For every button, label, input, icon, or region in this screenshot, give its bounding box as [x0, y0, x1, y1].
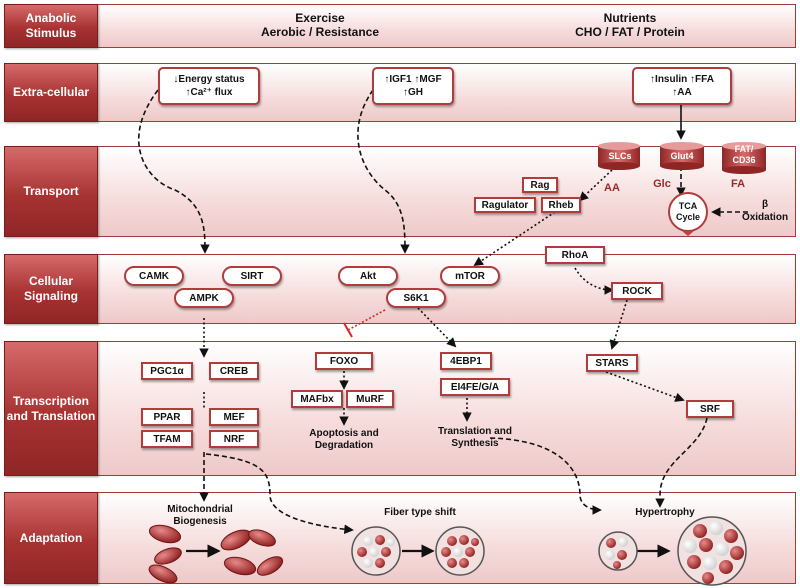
- insulin-box: ↑Insulin ↑FFA ↑AA: [632, 67, 732, 105]
- signaling-band: [4, 254, 796, 324]
- rag-box: Rag: [522, 177, 558, 193]
- fat-cd36-cylinder: [722, 142, 766, 174]
- mtor-node: mTOR: [440, 266, 500, 286]
- arrow-igf-akt: [357, 89, 410, 254]
- igf-box: ↑IGF1 ↑MGF ↑GH: [372, 67, 454, 105]
- mito-biogenesis-text: Mitochondrial Biogenesis: [167, 504, 233, 527]
- glut4-label: Glut4: [670, 151, 694, 161]
- apoptosis-text: Apoptosis and Degradation: [309, 428, 379, 451]
- energy-status-box: ↓Energy status ↑Ca²⁺ flux: [158, 67, 260, 105]
- slcs-label: SLCs: [608, 151, 632, 161]
- ragulator-box: Ragulator: [474, 197, 536, 213]
- arrow-rhoa-rock: [574, 267, 614, 295]
- transcription-band: [4, 341, 796, 476]
- creb-box: CREB: [209, 362, 259, 380]
- arrow-rock-stars: [609, 299, 628, 350]
- igf-line-1: ↑IGF1 ↑MGF: [384, 74, 442, 85]
- arrow-srf-hyp: [655, 417, 708, 508]
- srf-box: SRF: [686, 400, 734, 418]
- exercise-sub: Aerobic / Resistance: [260, 25, 380, 39]
- exercise-title: Exercise: [295, 11, 345, 25]
- arrow-tfam-fiber: [205, 453, 354, 535]
- fiber-circle-after: [435, 526, 485, 576]
- glut4-cylinder: [660, 142, 704, 170]
- mitochondria-icon: [148, 524, 284, 584]
- inhibit-s6k1-foxo: [347, 309, 386, 331]
- mef-box: MEF: [209, 408, 259, 426]
- igf-line-2: ↑GH: [403, 87, 423, 98]
- fiber-shift-text: Fiber type shift: [384, 507, 456, 518]
- rock-box: ROCK: [611, 282, 663, 300]
- hypertrophy-circle-after: [677, 516, 747, 586]
- row-label-stimulus: Anabolic Stimulus: [4, 4, 98, 48]
- tfam-box: TFAM: [141, 430, 193, 448]
- arrow-slcs-rheb: [578, 169, 613, 202]
- ampk-node: AMPK: [174, 288, 234, 308]
- foxo-box: FOXO: [315, 352, 373, 370]
- ppar-box: PPAR: [141, 408, 193, 426]
- beta-oxidation-label: β Oxidation: [741, 199, 789, 223]
- insulin-line-1: ↑Insulin ↑FFA: [650, 74, 714, 85]
- glc-label: Glc: [653, 178, 671, 190]
- energy-line-2: ↑Ca²⁺ flux: [185, 87, 233, 98]
- rheb-box: Rheb: [541, 197, 581, 213]
- nutrients-title: Nutrients: [603, 11, 657, 25]
- sirt-node: SIRT: [222, 266, 282, 286]
- fa-label: FA: [730, 178, 746, 190]
- fat-cd36-label: FAT/ CD36: [732, 144, 756, 165]
- row-label-adaptation: Adaptation: [4, 492, 98, 584]
- translation-text: Translation and Synthesis: [438, 426, 512, 449]
- row-label-transport: Transport: [4, 146, 98, 237]
- murf-box: MuRF: [346, 390, 394, 408]
- tca-label: TCA Cycle: [675, 201, 701, 222]
- arrow-energy-camk: [138, 89, 210, 254]
- akt-node: Akt: [338, 266, 398, 286]
- arrow-stars-srf: [605, 371, 685, 402]
- camk-node: CAMK: [124, 266, 184, 286]
- slcs-cylinder: [598, 142, 640, 170]
- nrf-box: NRF: [209, 430, 259, 448]
- arrow-translation-hyp: [489, 437, 602, 515]
- insulin-line-2: ↑AA: [672, 87, 692, 98]
- rhoa-box: RhoA: [545, 246, 605, 264]
- fiber-circle-before: [351, 526, 401, 576]
- hypertrophy-text: Hypertrophy: [635, 507, 695, 518]
- pgc1a-box: PGC1α: [141, 362, 193, 380]
- row-label-signaling: Cellular Signaling: [4, 254, 98, 324]
- hypertrophy-circle-before: [598, 531, 638, 571]
- aa-label: AA: [604, 182, 620, 194]
- stars-box: STARS: [586, 354, 638, 372]
- eif4e-box: EI4FE/G/A: [440, 378, 510, 396]
- nutrients-sub: CHO / FAT / Protein: [575, 25, 685, 39]
- row-label-extracellular: Extra-cellular: [4, 63, 98, 122]
- 4ebp1-box: 4EBP1: [440, 352, 492, 370]
- s6k1-node: S6K1: [386, 288, 446, 308]
- row-label-transcription: Transcription and Translation: [4, 341, 98, 476]
- stimulus-band: [4, 4, 796, 48]
- energy-line-1: ↓Energy status: [173, 74, 245, 85]
- mafbx-box: MAFbx: [291, 390, 343, 408]
